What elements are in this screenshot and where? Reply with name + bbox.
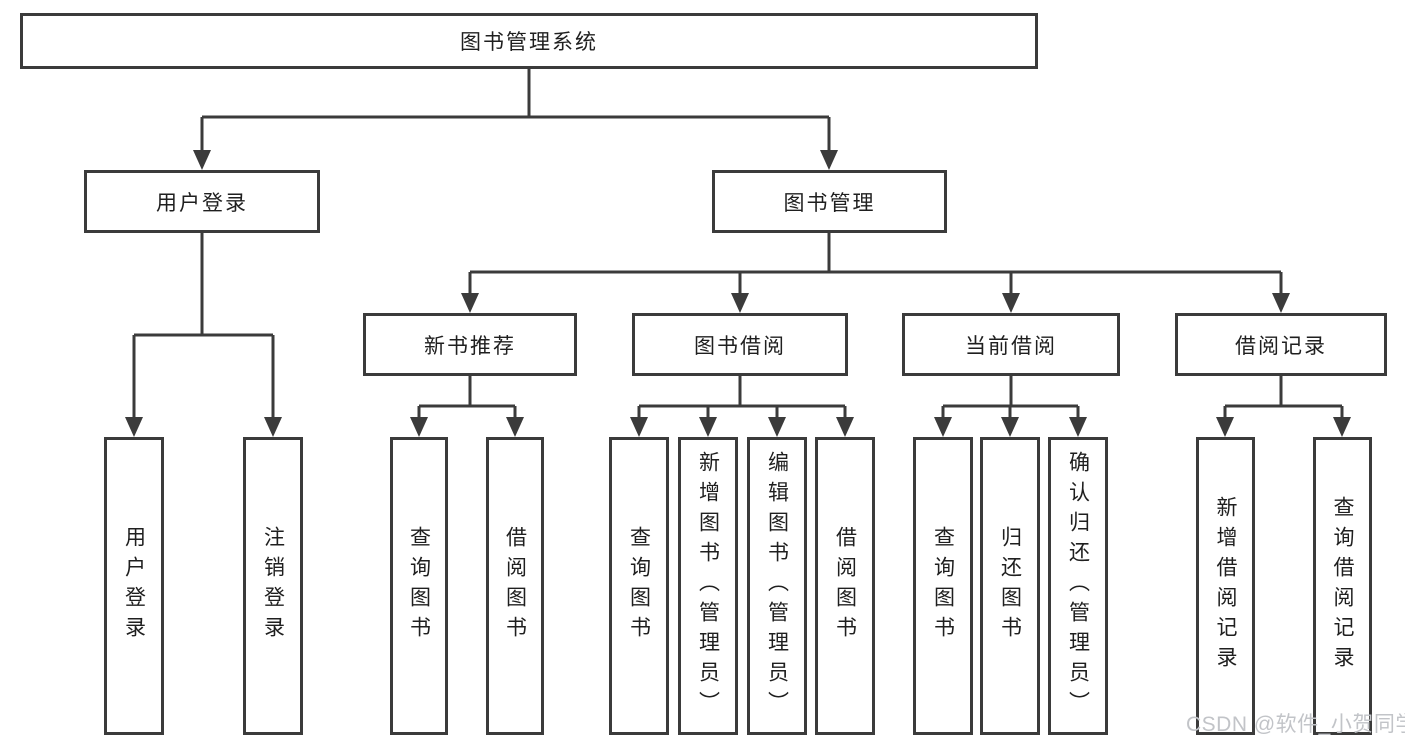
- node-label: 归还图书: [998, 526, 1022, 646]
- arrowhead-icon: [1333, 417, 1351, 437]
- arrowhead-icon: [1002, 293, 1020, 313]
- node-label: 图书管理: [783, 191, 876, 215]
- arrowhead-icon: [731, 293, 749, 313]
- node-label: 新书推荐: [424, 334, 516, 358]
- leaf-user-login: 用户登录: [104, 437, 164, 735]
- node-new-book-recommendation: 新书推荐: [363, 313, 577, 376]
- node-label: 用户登录: [122, 526, 146, 646]
- node-label: 查询借阅记录: [1331, 496, 1354, 676]
- connector-book-management-branch: [468, 233, 1283, 296]
- connector-book-borrowing-branch: [637, 376, 847, 420]
- connector-new-book-branch: [417, 376, 517, 420]
- node-label: 查询图书: [407, 526, 431, 646]
- node-current-borrowing: 当前借阅: [902, 313, 1120, 376]
- arrowhead-icon: [410, 417, 428, 437]
- leaf-borrow-books-recommend: 借阅图书: [486, 437, 544, 735]
- arrowhead-icon: [1069, 417, 1087, 437]
- node-book-management: 图书管理: [712, 170, 947, 233]
- leaf-borrow-books-borrowing: 借阅图书: [815, 437, 875, 735]
- leaf-return-book: 归还图书: [980, 437, 1040, 735]
- arrowhead-icon: [820, 150, 838, 170]
- arrowhead-icon: [1001, 417, 1019, 437]
- leaf-query-books-borrowing: 查询图书: [609, 437, 669, 735]
- arrowhead-icon: [630, 417, 648, 437]
- arrowhead-icon: [768, 417, 786, 437]
- leaf-add-book-admin: 新增图书（管理员）: [678, 437, 738, 735]
- arrowhead-icon: [836, 417, 854, 437]
- node-library-system: 图书管理系统: [20, 13, 1038, 69]
- node-label: 确认归还（管理员）: [1066, 451, 1090, 721]
- node-label: 注销登录: [261, 526, 285, 646]
- node-label: 查询图书: [931, 526, 955, 646]
- node-label: 新增图书（管理员）: [696, 451, 720, 721]
- node-label: 查询图书: [627, 526, 651, 646]
- leaf-query-borrow-record: 查询借阅记录: [1313, 437, 1372, 735]
- node-label: 借阅记录: [1235, 334, 1327, 358]
- connector-borrowing-records-branch: [1223, 376, 1344, 420]
- leaf-logout: 注销登录: [243, 437, 303, 735]
- leaf-confirm-return-admin: 确认归还（管理员）: [1048, 437, 1108, 735]
- node-label: 新增借阅记录: [1214, 496, 1237, 676]
- arrowhead-icon: [1216, 417, 1234, 437]
- node-book-borrowing: 图书借阅: [632, 313, 848, 376]
- leaf-query-books-current: 查询图书: [913, 437, 973, 735]
- node-label: 当前借阅: [965, 334, 1057, 358]
- node-label: 图书借阅: [694, 334, 786, 358]
- connector-current-borrowing-branch: [941, 376, 1080, 420]
- arrowhead-icon: [934, 417, 952, 437]
- arrowhead-icon: [461, 293, 479, 313]
- connector-root-to-level2: [200, 69, 831, 153]
- node-label: 借阅图书: [503, 526, 527, 646]
- node-label: 编辑图书（管理员）: [765, 451, 789, 721]
- leaf-edit-book-admin: 编辑图书（管理员）: [747, 437, 807, 735]
- node-label: 借阅图书: [833, 526, 857, 646]
- arrowhead-icon: [264, 417, 282, 437]
- node-user-login: 用户登录: [84, 170, 320, 233]
- arrowhead-icon: [699, 417, 717, 437]
- arrowhead-icon: [506, 417, 524, 437]
- node-label: 图书管理系统: [460, 31, 598, 54]
- node-label: 用户登录: [156, 191, 248, 215]
- csdn-watermark: CSDN @软件_小贺同学: [1186, 713, 1405, 736]
- connector-user-login-branch: [132, 233, 275, 420]
- arrowhead-icon: [193, 150, 211, 170]
- node-borrowing-records: 借阅记录: [1175, 313, 1387, 376]
- leaf-add-borrow-record: 新增借阅记录: [1196, 437, 1255, 735]
- leaf-query-books-recommend: 查询图书: [390, 437, 448, 735]
- arrowhead-icon: [125, 417, 143, 437]
- arrowhead-icon: [1272, 293, 1290, 313]
